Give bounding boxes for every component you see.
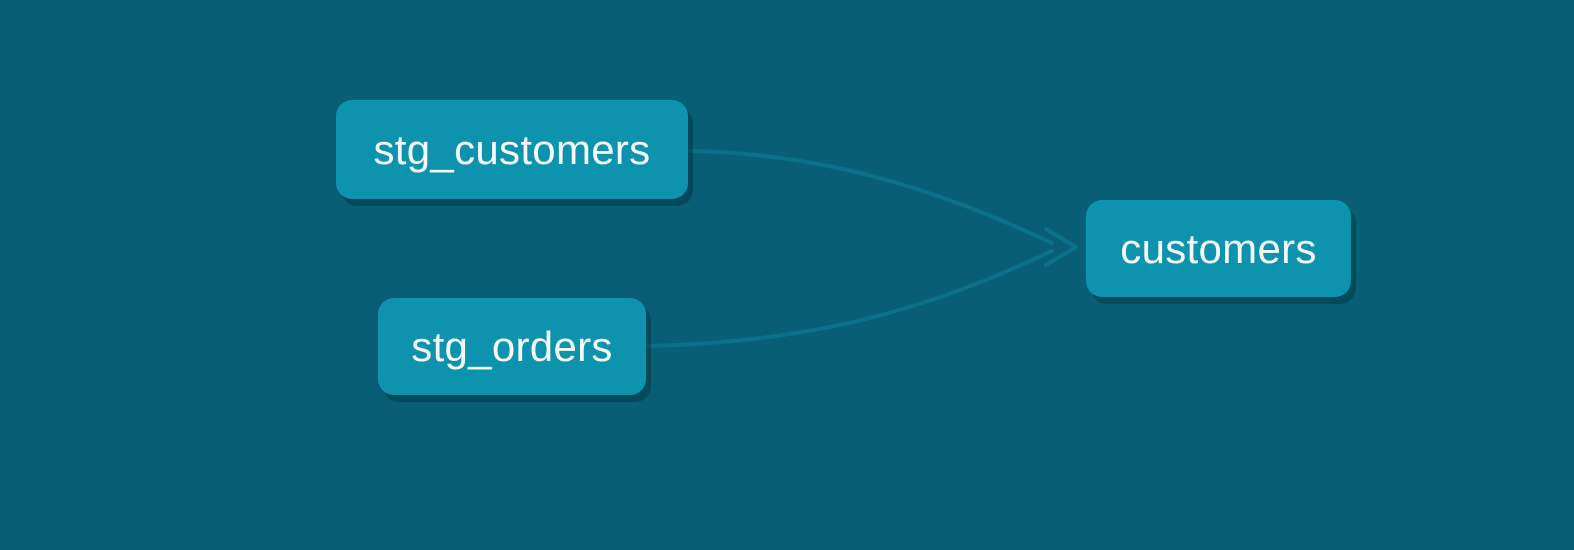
arrowhead-icon	[1044, 227, 1078, 267]
node-stg-orders-label: stg_orders	[411, 322, 613, 370]
edge-stg-customers-to-customers	[688, 149, 1054, 245]
node-stg-customers[interactable]: stg_customers	[336, 100, 688, 199]
node-customers-label: customers	[1120, 224, 1317, 272]
node-customers[interactable]: customers	[1086, 200, 1351, 297]
node-stg-customers-label: stg_customers	[373, 125, 651, 173]
edge-stg-orders-to-customers	[646, 249, 1054, 348]
node-stg-orders[interactable]: stg_orders	[378, 298, 646, 395]
